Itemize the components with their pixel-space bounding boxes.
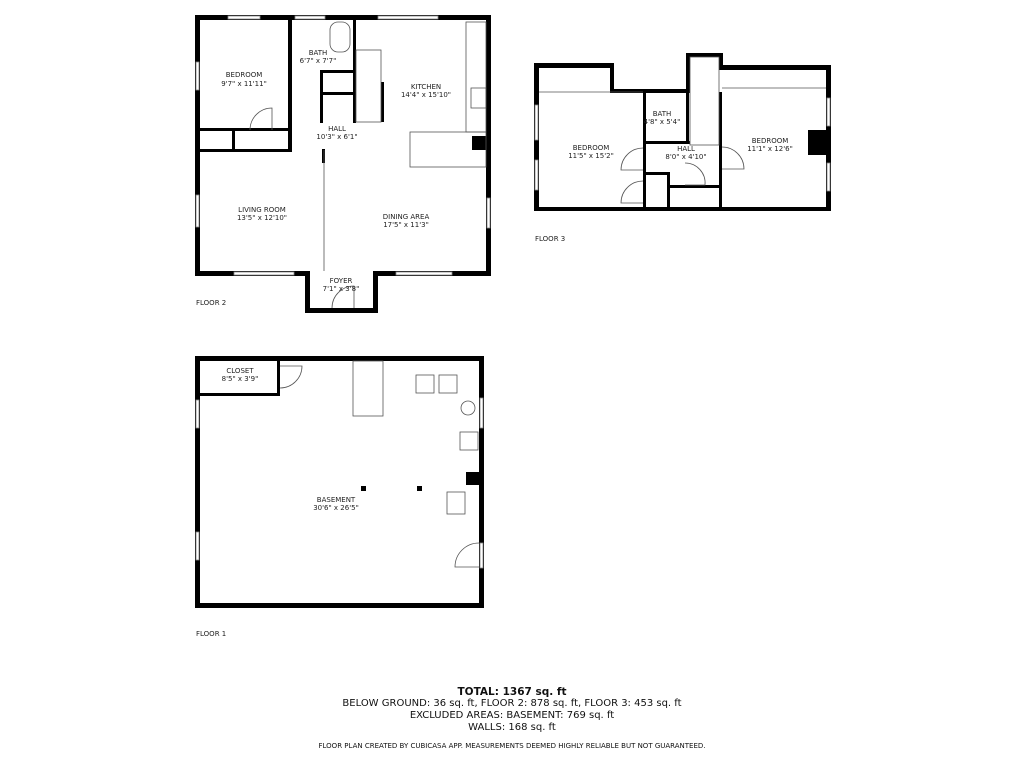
room-size-bath-floor3: 4'8" x 5'4" xyxy=(644,118,681,126)
room-name-basement: BASEMENT xyxy=(317,496,356,504)
room-size-bedroom-east-floor3: 11'1" x 12'6" xyxy=(747,145,793,153)
floor-2-plan xyxy=(195,15,491,313)
room-size-closet: 8'5" x 3'9" xyxy=(222,375,259,383)
total-area: TOTAL: 1367 sq. ft xyxy=(457,686,567,698)
floor-2-label: FLOOR 2 xyxy=(196,299,226,307)
room-size-hall-floor2: 10'3" x 6'1" xyxy=(316,133,357,141)
room-size-bedroom-floor2: 9'7" x 11'11" xyxy=(221,80,267,88)
room-size-bath-floor2: 6'7" x 7'7" xyxy=(300,57,337,65)
room-name-dining-area: DINING AREA xyxy=(383,213,430,221)
room-size-living-room: 13'5" x 12'10" xyxy=(237,214,287,222)
floor-3-label: FLOOR 3 xyxy=(535,235,565,243)
walls-area: WALLS: 168 sq. ft xyxy=(468,722,556,733)
floor-1-plan xyxy=(195,356,484,608)
disclaimer: FLOOR PLAN CREATED BY CUBICASA APP. MEAS… xyxy=(318,742,706,750)
floor-1-label: FLOOR 1 xyxy=(196,630,226,638)
room-size-dining-area: 17'5" x 11'3" xyxy=(383,221,429,229)
room-name-bath-floor2: BATH xyxy=(309,49,328,57)
room-name-foyer: FOYER xyxy=(330,277,353,285)
room-name-bedroom-east-floor3: BEDROOM xyxy=(752,137,789,145)
room-name-hall-floor2: HALL xyxy=(328,125,346,133)
room-size-kitchen: 14'4" x 15'10" xyxy=(401,91,451,99)
room-name-closet: CLOSET xyxy=(226,367,254,375)
floor-3-plan xyxy=(534,53,831,211)
room-name-hall-floor3: HALL xyxy=(677,145,695,153)
room-name-living-room: LIVING ROOM xyxy=(238,206,286,214)
area-breakdown: BELOW GROUND: 36 sq. ft, FLOOR 2: 878 sq… xyxy=(342,698,682,709)
room-size-hall-floor3: 8'0" x 4'10" xyxy=(665,153,706,161)
room-size-basement: 30'6" x 26'5" xyxy=(313,504,359,512)
excluded-areas: EXCLUDED AREAS: BASEMENT: 769 sq. ft xyxy=(409,710,615,721)
room-size-foyer: 7'1" x 3'8" xyxy=(323,285,360,293)
room-name-bedroom-west-floor3: BEDROOM xyxy=(573,144,610,152)
room-name-kitchen: KITCHEN xyxy=(411,83,441,91)
room-name-bedroom-floor2: BEDROOM xyxy=(226,71,263,79)
room-size-bedroom-west-floor3: 11'5" x 15'2" xyxy=(568,152,614,160)
room-name-bath-floor3: BATH xyxy=(653,110,672,118)
